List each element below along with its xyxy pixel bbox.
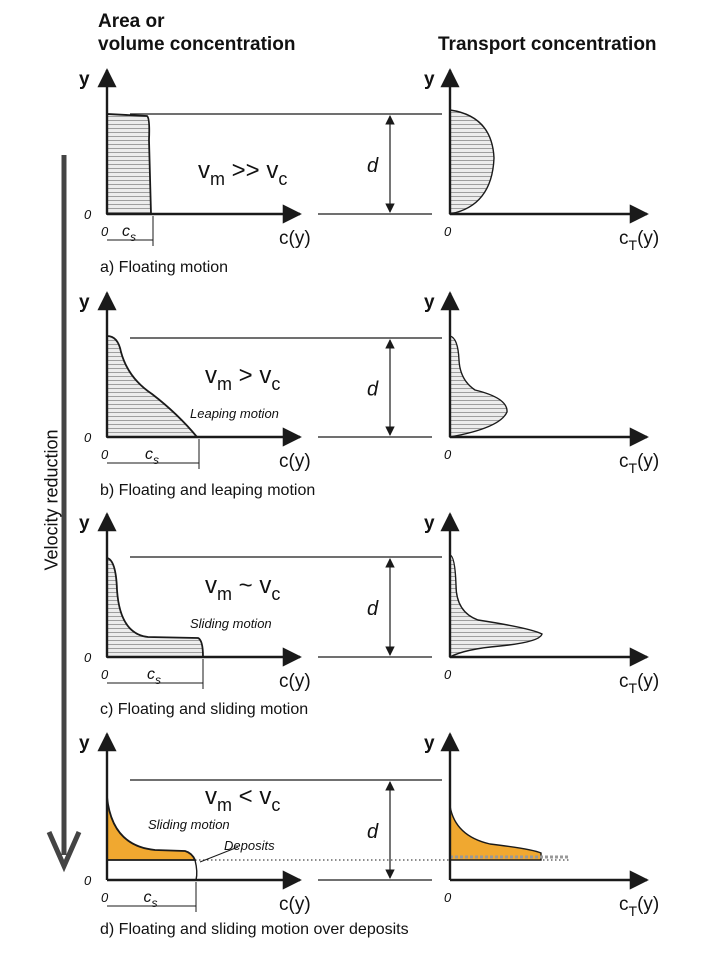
- panel-caption: a) Floating motion: [100, 259, 228, 276]
- velocity-reduction-arrow: [46, 155, 82, 873]
- right-y-label: y: [424, 292, 435, 313]
- cs-label: cs: [122, 223, 136, 244]
- right-x-zero-label: 0: [444, 667, 452, 682]
- left-y-label: y: [79, 69, 90, 90]
- left-x-label: c(y): [279, 228, 311, 249]
- left-x-zero-label: 0: [101, 447, 109, 462]
- left-x-zero-label: 0: [101, 667, 109, 682]
- right-x-label: cT(y): [619, 671, 659, 696]
- panel-caption: c) Floating and sliding motion: [100, 701, 308, 718]
- depth-label: d: [367, 598, 379, 620]
- right-transport-profile: [449, 554, 543, 659]
- depth-label: d: [367, 821, 379, 843]
- right-column-header: Transport concentration: [438, 34, 657, 55]
- left-x-zero-label: 0: [101, 890, 109, 905]
- left-y-label: y: [79, 733, 90, 754]
- right-x-label: cT(y): [619, 894, 659, 919]
- left-x-label: c(y): [279, 451, 311, 472]
- cs-label: cs: [144, 889, 158, 910]
- deposit-boundary: [194, 859, 198, 881]
- left-origin-label: 0: [84, 430, 92, 445]
- cs-label: cs: [145, 446, 159, 467]
- right-transport-profile: [449, 805, 542, 861]
- right-x-zero-label: 0: [444, 447, 452, 462]
- annotation-label: Sliding motion: [148, 817, 230, 832]
- right-y-label: y: [424, 733, 435, 754]
- right-x-label: cT(y): [619, 451, 659, 476]
- right-x-zero-label: 0: [444, 890, 452, 905]
- left-origin-label: 0: [84, 873, 92, 888]
- right-x-label: cT(y): [619, 228, 659, 253]
- left-y-label: y: [79, 513, 90, 534]
- depth-label: d: [367, 379, 379, 401]
- panel-caption: b) Floating and leaping motion: [100, 482, 315, 499]
- deposits-leader: [199, 846, 239, 863]
- left-x-label: c(y): [279, 671, 311, 692]
- annotation-label: Sliding motion: [190, 616, 272, 631]
- right-y-label: y: [424, 513, 435, 534]
- depth-label: d: [367, 155, 379, 177]
- left-header-line1: Area or: [98, 11, 165, 32]
- annotation-label: Leaping motion: [190, 406, 279, 421]
- left-y-label: y: [79, 292, 90, 313]
- velocity-relation: vm > vc: [205, 362, 280, 394]
- right-y-label: y: [424, 69, 435, 90]
- left-concentration-profile: [106, 113, 152, 215]
- velocity-relation: vm ~ vc: [205, 572, 280, 604]
- left-x-label: c(y): [279, 894, 311, 915]
- left-concentration-profile: [106, 556, 204, 658]
- annotation-label: Deposits: [224, 838, 275, 853]
- left-concentration-profile: [106, 796, 197, 861]
- cs-label: cs: [147, 666, 161, 687]
- right-x-zero-label: 0: [444, 224, 452, 239]
- left-origin-label: 0: [84, 650, 92, 665]
- left-x-zero-label: 0: [101, 224, 109, 239]
- velocity-relation: vm >> vc: [198, 157, 287, 189]
- left-concentration-profile: [106, 335, 199, 438]
- left-header-line2: volume concentration: [98, 34, 296, 55]
- panel-caption: d) Floating and sliding motion over depo…: [100, 921, 409, 938]
- right-transport-profile: [449, 109, 495, 215]
- right-transport-profile: [449, 335, 508, 438]
- velocity-relation: vm < vc: [205, 783, 280, 815]
- left-origin-label: 0: [84, 207, 92, 222]
